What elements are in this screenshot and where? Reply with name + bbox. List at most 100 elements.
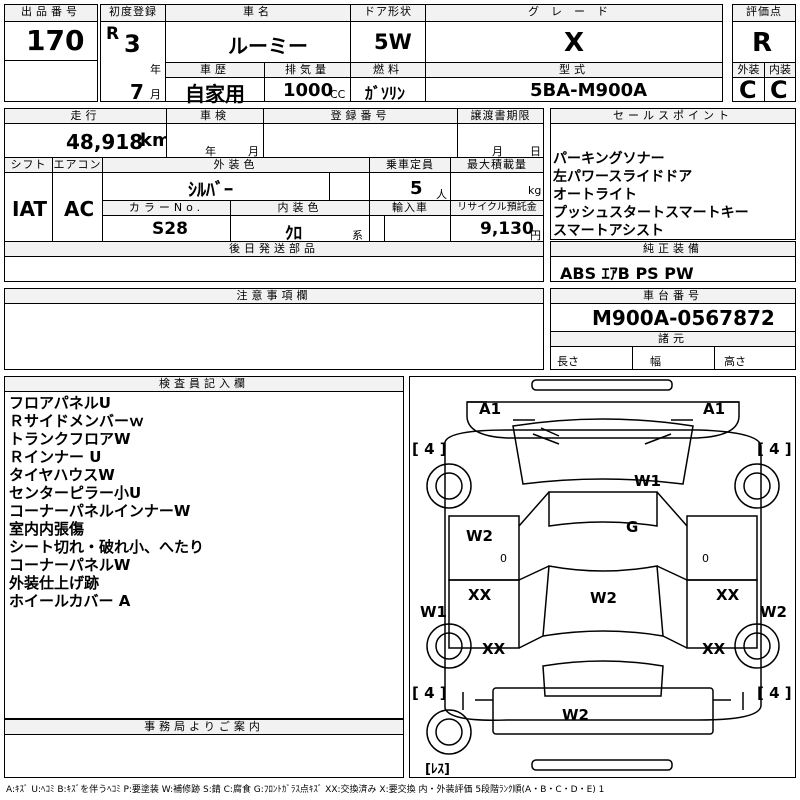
genuine-header: 純正装備 <box>550 241 796 257</box>
capacity: 5 <box>410 178 423 199</box>
car-outline-diagram <box>426 379 780 771</box>
notes-cell <box>4 303 544 370</box>
lot-blank-cell <box>4 60 98 102</box>
inspector-note: 室内内張傷 <box>9 520 85 538</box>
notes-header: 注意事項欄 <box>4 288 544 304</box>
genuine-equipment: ABS ｴｱB PS PW <box>560 264 694 283</box>
office-header: 事務局よりご案内 <box>4 719 404 735</box>
color-header: 外装色 <box>102 157 370 173</box>
genuine-cell <box>550 256 796 282</box>
model-code-header: 型式 <box>425 62 723 78</box>
sales-points-header: セールスポイント <box>550 108 796 124</box>
model-code-cell <box>425 77 723 102</box>
tire-rear-right: [ 4 ] <box>757 684 792 702</box>
score-cell <box>732 21 796 63</box>
chassis-number: M900A-0567872 <box>592 306 775 330</box>
mark-xx-right2: XX <box>702 640 726 658</box>
displacement-header: 排気量 <box>264 62 351 78</box>
ac-header: エアコン <box>52 157 103 173</box>
mark-xx-left2: XX <box>482 640 506 658</box>
mark-zero-left: 0 <box>500 552 507 565</box>
recycle-header: リサイクル預託金 <box>450 200 544 216</box>
ac: AC <box>64 197 95 221</box>
shift-header: シフト <box>4 157 53 173</box>
inspection-year-unit: 年 <box>205 145 216 158</box>
mark-w1-top: W1 <box>634 472 661 490</box>
door-type: 5W <box>374 30 412 54</box>
mark-w2-bottom: W2 <box>562 706 589 724</box>
first-reg-header: 初度登録 <box>100 4 166 22</box>
grade-header: グレード <box>425 4 723 22</box>
reg-year: 3 <box>124 30 141 58</box>
inspection-header: 車検 <box>166 108 264 124</box>
mark-a1-left: A1 <box>479 400 502 418</box>
km-unit: km <box>140 130 171 151</box>
shift-cell <box>4 172 53 242</box>
mark-g: G <box>626 518 639 536</box>
history-cell <box>165 77 265 102</box>
sales-points-list: パーキングソナー 左パワースライドドア オートライト プッシュスタートスマートキ… <box>553 150 749 240</box>
lot-number: 170 <box>26 24 85 57</box>
sales-point: 左パワースライドドア <box>553 169 693 185</box>
score: R <box>752 28 773 58</box>
inspector-note: トランクフロアW <box>9 430 131 448</box>
import-cell-b <box>384 215 451 242</box>
int-color-suffix: 系 <box>352 229 363 242</box>
legend: A:ｷｽﾞ U:ﾍｺﾐ B:ｷｽﾞを伴うﾍｺﾐ P:要塗装 W:補修跡 S:錆 … <box>6 785 605 795</box>
recycle-fee: 9,130 <box>480 219 534 239</box>
inspector-note: コーナーパネルW <box>9 556 131 574</box>
mark-xx-left: XX <box>468 586 492 604</box>
recycle-cell <box>450 215 544 242</box>
later-parts-header: 後日発送部品 <box>4 241 544 257</box>
color-no-header: カラーNo. <box>102 200 231 216</box>
inspector-note: 外装仕上げ跡 <box>9 574 100 592</box>
later-parts-cell <box>4 256 544 282</box>
max-load-cell <box>450 172 544 201</box>
inspector-header: 検査員記入欄 <box>4 376 404 392</box>
lot-number-header: 出品番号 <box>4 4 98 22</box>
yen-unit: 円 <box>530 229 541 242</box>
inspection-month-unit: 月 <box>248 145 259 158</box>
fuel-cell <box>350 77 426 102</box>
model-code: 5BA-M900A <box>530 80 648 101</box>
sales-points-cell <box>550 123 796 240</box>
int-color-header: 内装色 <box>230 200 370 216</box>
reg-month-unit: 月 <box>150 88 161 101</box>
spec-length: 長さ <box>557 355 579 368</box>
inspector-note: シート切れ・破れ小、へたり <box>9 538 205 556</box>
history-header: 車歴 <box>165 62 265 78</box>
car-name: ルーミー <box>228 34 308 58</box>
spec-height: 高さ <box>724 355 746 368</box>
interior-cell <box>764 77 796 102</box>
spec-width: 幅 <box>650 355 661 368</box>
transfer-cell <box>457 123 544 158</box>
spec-width-cell <box>632 346 715 370</box>
grade: X <box>564 28 585 58</box>
inspector-note: コーナーパネルインナーW <box>9 502 191 520</box>
mark-a1-right: A1 <box>703 400 726 418</box>
mileage-cell <box>4 123 167 158</box>
door-header: ドア形状 <box>350 4 426 22</box>
lot-number-cell <box>4 21 98 61</box>
inspector-note: タイヤハウスW <box>9 466 115 484</box>
spec-height-cell <box>714 346 796 370</box>
capacity-cell <box>369 172 451 201</box>
kg-unit: kg <box>528 184 542 197</box>
car-name-header: 車名 <box>165 4 351 22</box>
inspector-notes-list: フロアパネルU Ｒサイドメンバーｗ トランクフロアW Ｒインナー U タイヤハウ… <box>9 394 204 610</box>
tire-front-right: [ 4 ] <box>757 440 792 458</box>
mileage-header: 走行 <box>4 108 167 124</box>
displacement-cell <box>264 77 351 102</box>
mark-zero-right: 0 <box>702 552 709 565</box>
color-no: S28 <box>152 219 188 239</box>
color-extra-cell <box>329 172 370 201</box>
sales-point: スマートアシスト <box>553 223 665 239</box>
transfer-month: 月 <box>492 145 503 158</box>
spec-length-cell <box>550 346 633 370</box>
inspector-note: センターピラー小U <box>9 484 142 502</box>
mark-w2-right: W2 <box>760 603 787 621</box>
displacement: 1000 <box>283 80 334 101</box>
mark-w2-center: W2 <box>590 589 617 607</box>
import-cell-a <box>369 215 385 242</box>
reg-no-cell <box>263 123 458 158</box>
